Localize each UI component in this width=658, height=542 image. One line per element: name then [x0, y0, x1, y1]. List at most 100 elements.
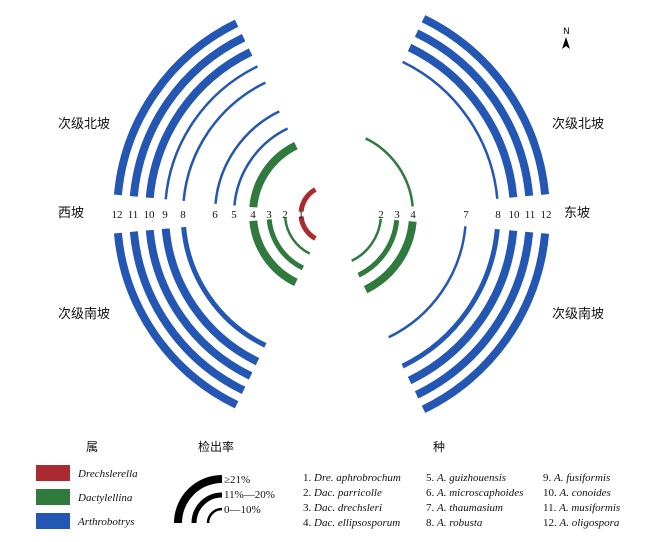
legend-genus-title: 属 [86, 440, 98, 454]
species-name: A. microscaphoides [436, 487, 523, 499]
species-legend-item: 4. Dac. ellipsosporum [303, 517, 400, 529]
arc-8-east-south [401, 228, 500, 369]
arc-index-label-east: 12 [541, 209, 552, 221]
species-name: A. thaumasium [436, 502, 503, 514]
arc-index-label-east: 7 [463, 209, 469, 221]
species-name: A. conoides [559, 487, 611, 499]
north-arrow-shape [562, 37, 570, 49]
species-number: 9. [543, 472, 554, 484]
arc-5-west-north [233, 127, 289, 206]
west-slope-label: 西坡 [58, 206, 84, 221]
species-legend-item: 6. A. microscaphoides [426, 487, 523, 499]
species-number: 8. [426, 517, 437, 529]
arc-index-label-west: 1 [298, 209, 304, 221]
rate-arc-high [174, 475, 223, 524]
arc-index-label-west: 5 [231, 209, 237, 221]
arc-4-west-north [249, 142, 298, 208]
arc-index-label-east: 2 [378, 209, 384, 221]
species-name: Dac. ellipsosporum [313, 517, 400, 529]
species-legend-item: 8. A. robusta [426, 517, 483, 529]
arc-4-east-north [365, 137, 414, 207]
species-name: Dac. parricolle [313, 487, 382, 499]
genus-swatch-drechslerella [36, 465, 70, 481]
sub-north-slope-left-label: 次级北坡 [58, 116, 110, 132]
species-number: 6. [426, 487, 437, 499]
species-number: 5. [426, 472, 437, 484]
sub-south-slope-left-label: 次级南坡 [58, 306, 110, 322]
arc-layer [113, 15, 550, 413]
species-name: A. robusta [436, 517, 483, 529]
species-legend-item: 7. A. thaumasium [426, 502, 503, 514]
species-legend-item: 2. Dac. parricolle [303, 487, 382, 499]
legend-rate-title: 检出率 [198, 439, 234, 454]
species-number: 7. [426, 502, 437, 514]
arc-12-east-south [421, 233, 550, 413]
arc-index-label-west: 6 [212, 209, 218, 221]
north-arrow-icon: N [562, 27, 570, 49]
species-legend-item: 5. A. guizhouensis [426, 472, 506, 484]
arc-index-label-west: 2 [282, 209, 288, 221]
arc-index-label-west: 9 [162, 209, 168, 221]
north-letter: N [563, 27, 570, 37]
species-legend-item: 12. A. oligospora [543, 517, 620, 529]
arc-10-west-north [145, 48, 253, 199]
arc-3-east-south [357, 219, 400, 278]
arc-index-label-west: 8 [180, 209, 186, 221]
arc-10-west-south [145, 229, 253, 380]
arc-11-west-north [129, 34, 246, 197]
species-number: 3. [303, 502, 314, 514]
arc-index-label-west: 11 [128, 209, 139, 221]
sub-south-slope-right-label: 次级南坡 [552, 306, 604, 322]
rate-label-mid: 11%—20% [224, 489, 275, 501]
arc-4-west-south [249, 220, 298, 286]
genus-label-drechslerella: Drechslerella [77, 468, 138, 480]
rate-arc-low [206, 507, 223, 524]
species-number: 11. [543, 502, 559, 514]
legend-species-title: 种 [433, 440, 445, 454]
species-name: A. musiformis [558, 502, 620, 514]
species-legend-item: 1. Dre. aphrobrochum [303, 472, 401, 484]
arc-2-west-south [283, 217, 311, 255]
arc-8-east-north [402, 60, 499, 199]
rate-arc-mid [191, 492, 223, 524]
arc-index-label-east: 11 [525, 209, 536, 221]
arc-12-west-south [113, 232, 239, 409]
genus-label-dactylellina: Dactylellina [77, 492, 133, 504]
species-name: A. guizhouensis [436, 472, 506, 484]
arc-3-west-south [266, 219, 305, 271]
arc-index-label-west: 12 [112, 209, 123, 221]
arc-9-west-north [164, 65, 259, 200]
species-number: 1. [303, 472, 314, 484]
species-number: 10. [543, 487, 560, 499]
arc-9-west-south [161, 228, 260, 366]
arc-index-label-west: 4 [250, 209, 256, 221]
genus-swatch-arthrobotrys [36, 513, 70, 529]
arc-index-label-west: 10 [144, 209, 156, 221]
species-legend: 1. Dre. aphrobrochum 2. Dac. parricolle 3.… [303, 472, 620, 529]
genus-legend: Drechslerella Dactylellina Arthrobotrys [36, 465, 138, 529]
arc-6-west-north [214, 110, 280, 204]
arc-8-west-north [182, 81, 266, 202]
arc-12-east-north [421, 15, 550, 195]
rate-label-low: 0—10% [224, 504, 261, 516]
arc-7-east-south [388, 226, 467, 339]
species-legend-item: 3. Dac. drechsleri [303, 502, 382, 514]
species-legend-item: 11. A. musiformis [543, 502, 620, 514]
species-number: 4. [303, 517, 314, 529]
arc-10-east-north [407, 43, 518, 198]
arc-12-west-north [113, 19, 239, 196]
arc-index-label-east: 8 [495, 209, 501, 221]
genus-label-arthrobotrys: Arthrobotrys [77, 516, 134, 528]
genus-swatch-dactylellina [36, 489, 70, 505]
arc-11-east-north [414, 29, 534, 197]
rate-legend: ≥21% 11%—20% 0—10% [174, 474, 275, 524]
arc-1-west-north [298, 187, 317, 212]
sub-north-slope-right-label: 次级北坡 [552, 116, 604, 132]
east-slope-label: 东坡 [564, 206, 590, 221]
arc-1-west-south [298, 216, 317, 241]
species-legend-item: 10. A. conoides [543, 487, 611, 499]
species-number: 2. [303, 487, 314, 499]
species-name: A. fusiformis [553, 472, 610, 484]
